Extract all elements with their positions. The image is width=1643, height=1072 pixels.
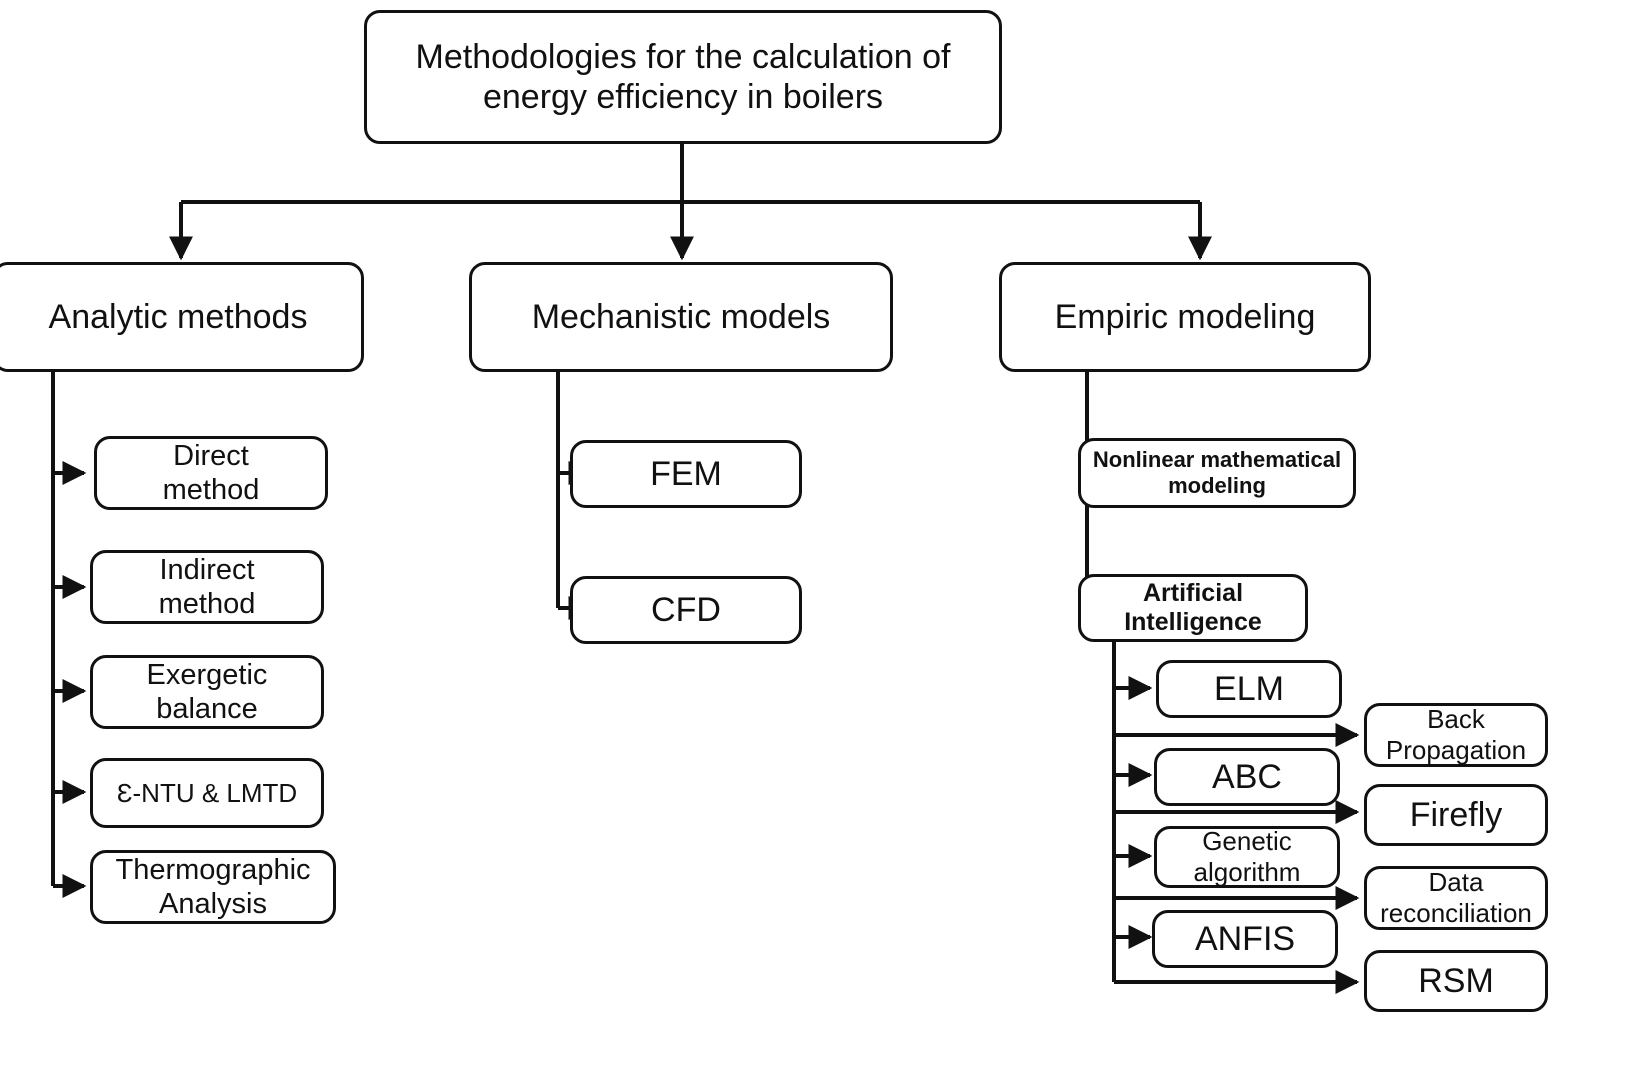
node-empiric-modeling[interactable]: Empiric modeling — [999, 262, 1371, 372]
node-rsm-label: RSM — [1418, 961, 1494, 1000]
node-abc-label: ABC — [1212, 757, 1282, 796]
node-entu-lmtd-label: Ɛ-NTU & LMTD — [116, 777, 298, 808]
node-mechanistic-models[interactable]: Mechanistic models — [469, 262, 893, 372]
node-elm[interactable]: ELM — [1156, 660, 1342, 718]
node-firefly-label: Firefly — [1409, 795, 1503, 834]
node-firefly[interactable]: Firefly — [1364, 784, 1548, 846]
node-cfd[interactable]: CFD — [570, 576, 802, 644]
node-fem[interactable]: FEM — [570, 440, 802, 508]
node-entu-lmtd[interactable]: Ɛ-NTU & LMTD — [90, 758, 324, 828]
node-mechanistic-models-label: Mechanistic models — [531, 297, 831, 336]
node-anfis-label: ANFIS — [1194, 919, 1296, 958]
node-analytic-methods-label: Analytic methods — [48, 297, 308, 336]
node-anfis[interactable]: ANFIS — [1152, 910, 1338, 968]
node-rsm[interactable]: RSM — [1364, 950, 1548, 1012]
node-cfd-label: CFD — [651, 590, 721, 629]
node-analytic-methods[interactable]: Analytic methods — [0, 262, 364, 372]
node-fem-label: FEM — [650, 454, 722, 493]
node-empiric-modeling-label: Empiric modeling — [1054, 297, 1316, 336]
node-elm-label: ELM — [1214, 669, 1284, 708]
node-abc[interactable]: ABC — [1154, 748, 1340, 806]
